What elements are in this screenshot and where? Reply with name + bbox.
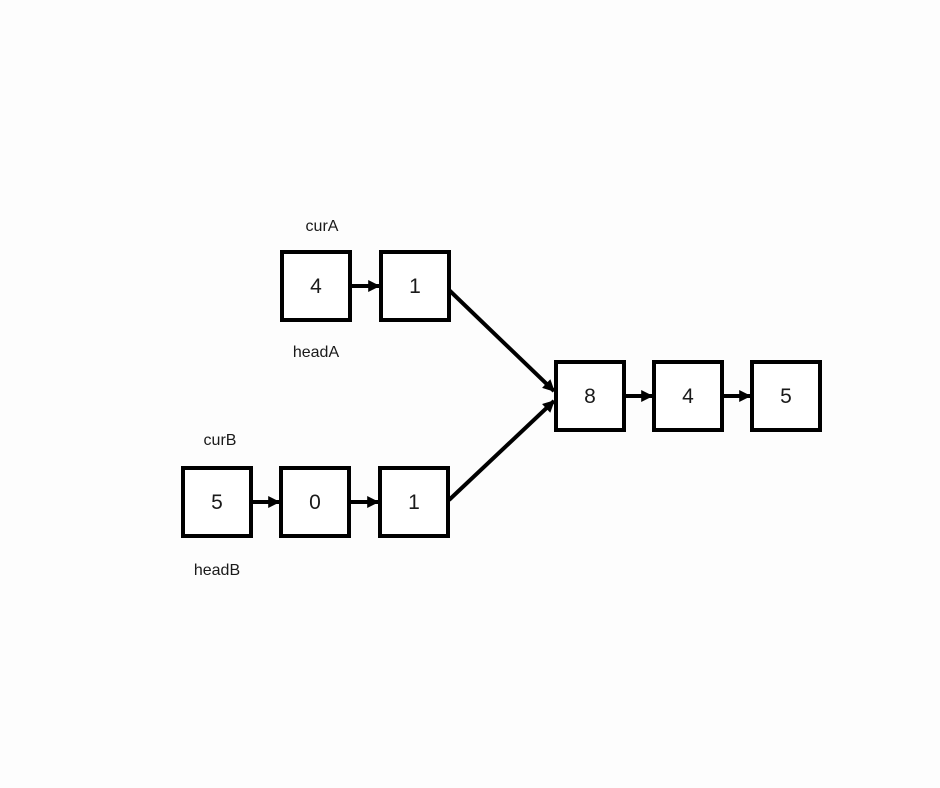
- node-b2-value: 1: [408, 491, 420, 514]
- node-b1-value: 0: [309, 491, 321, 514]
- node-m0-value: 8: [584, 385, 596, 408]
- head-b-label: headB: [194, 562, 240, 579]
- node-a1-value: 1: [409, 275, 421, 298]
- node-a1-box: [379, 250, 451, 322]
- cur-b-label: curB: [204, 432, 237, 449]
- node-b1-box: [279, 466, 351, 538]
- node-m0-box: [554, 360, 626, 432]
- node-a0-box: [280, 250, 352, 322]
- node-b0-value: 5: [211, 491, 223, 514]
- node-b2-box: [378, 466, 450, 538]
- node-b0-box: [181, 466, 253, 538]
- node-m1-box: [652, 360, 724, 432]
- node-m2-box: [750, 360, 822, 432]
- node-m2-value: 5: [780, 385, 792, 408]
- arrow-b2-to-m0: [447, 399, 556, 502]
- node-m1-value: 4: [682, 385, 694, 408]
- head-a-label: headA: [293, 344, 340, 361]
- node-a0-value: 4: [310, 275, 322, 298]
- arrow-a1-to-m0: [447, 288, 556, 393]
- cur-a-label: curA: [306, 218, 339, 235]
